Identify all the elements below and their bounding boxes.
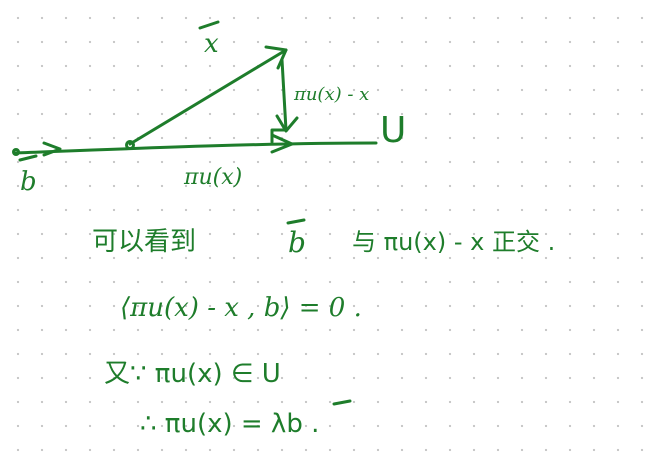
- note-line2: ⟨πu(x) - x , b⟩ = 0 .: [120, 293, 362, 323]
- right-angle-marker: [270, 128, 288, 144]
- b-vector-arrowhead: [42, 141, 62, 157]
- note-line1-lead: 可以看到: [92, 227, 196, 257]
- x-vector-label: x: [204, 29, 219, 59]
- note-line1-b: b: [288, 226, 306, 259]
- b-vector-bar-diagram: [18, 154, 38, 162]
- b-start-point: [12, 148, 20, 156]
- subspace-line-u: [12, 141, 378, 155]
- difference-vector-line: [280, 58, 288, 132]
- b-vector-bar-line4: [332, 399, 352, 406]
- proj-minus-x-label: πu(x) - x: [293, 84, 369, 105]
- note-line4: ∴ πu(x) = λb .: [140, 409, 319, 439]
- note-line3: 又∵ πu(x) ∈ U: [104, 359, 281, 389]
- b-vector-bar-line1: [286, 218, 306, 225]
- x-vector-bar: [198, 20, 220, 30]
- origin-point: [125, 140, 135, 150]
- subspace-u-label: U: [380, 110, 406, 151]
- note-line1-rest: 与 πu(x) - x 正交 .: [352, 228, 555, 256]
- vector-x-line: [128, 48, 288, 146]
- proj-x-label: πu(x): [183, 165, 242, 190]
- projection-arrowhead: [270, 133, 294, 154]
- b-vector-label: b: [20, 167, 37, 197]
